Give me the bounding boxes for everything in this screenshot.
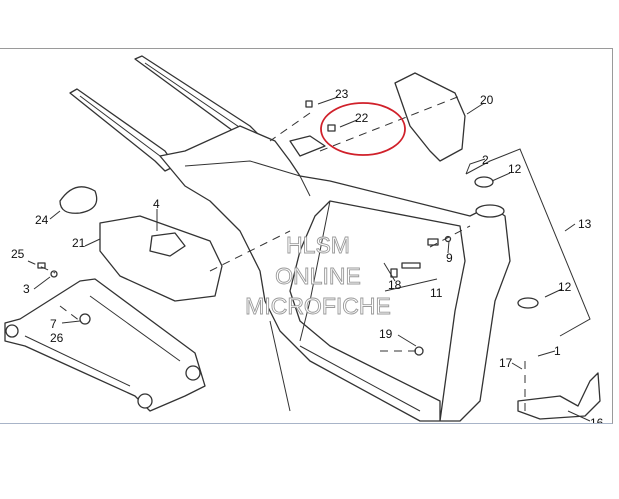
cover-20 [394, 72, 466, 162]
leader-lines [27, 95, 591, 422]
callout-2[interactable]: 2 [482, 153, 489, 167]
callout-13[interactable]: 13 [578, 217, 592, 231]
swingarm [4, 278, 206, 412]
callout-7[interactable]: 7 [50, 317, 57, 331]
callout-12-top[interactable]: 12 [508, 162, 522, 176]
callout-18[interactable]: 18 [388, 278, 402, 292]
callout-11[interactable]: 11 [430, 286, 443, 300]
callout-12-bottom[interactable]: 12 [558, 280, 572, 294]
callout-24[interactable]: 24 [35, 213, 49, 227]
side-cover [99, 215, 223, 302]
callout-labels: 23 22 20 2 12 13 4 24 21 25 3 7 26 19 9 … [11, 87, 604, 423]
callout-19[interactable]: 19 [379, 327, 393, 341]
small-parts [37, 100, 601, 420]
callout-3[interactable]: 3 [23, 282, 30, 296]
callout-25[interactable]: 25 [11, 247, 25, 261]
parts-diagram-panel: HLSM ONLINE MICROFICHE 23 22 20 2 12 13 … [0, 48, 613, 424]
callout-26[interactable]: 26 [50, 331, 64, 345]
callout-4[interactable]: 4 [153, 197, 160, 211]
callout-17[interactable]: 17 [499, 356, 513, 370]
svg-text:MICROFICHE: MICROFICHE [245, 293, 391, 319]
callout-22[interactable]: 22 [355, 111, 369, 125]
motorcycle-frame [159, 125, 511, 422]
callout-21[interactable]: 21 [72, 236, 86, 250]
rear-fender-struts [69, 55, 266, 172]
callout-16[interactable]: 16 [590, 416, 604, 423]
frame-parts-diagram: HLSM ONLINE MICROFICHE 23 22 20 2 12 13 … [4, 55, 604, 423]
callout-9[interactable]: 9 [446, 251, 453, 265]
callout-1[interactable]: 1 [554, 344, 561, 358]
cover-emblem [149, 232, 186, 257]
callout-23[interactable]: 23 [335, 87, 349, 101]
svg-text:HLSM: HLSM [286, 232, 350, 258]
callout-20[interactable]: 20 [480, 93, 494, 107]
svg-text:ONLINE: ONLINE [275, 263, 361, 289]
watermark: HLSM ONLINE MICROFICHE [245, 232, 392, 320]
highlight-circle [320, 102, 406, 156]
emblem-24 [59, 186, 98, 214]
